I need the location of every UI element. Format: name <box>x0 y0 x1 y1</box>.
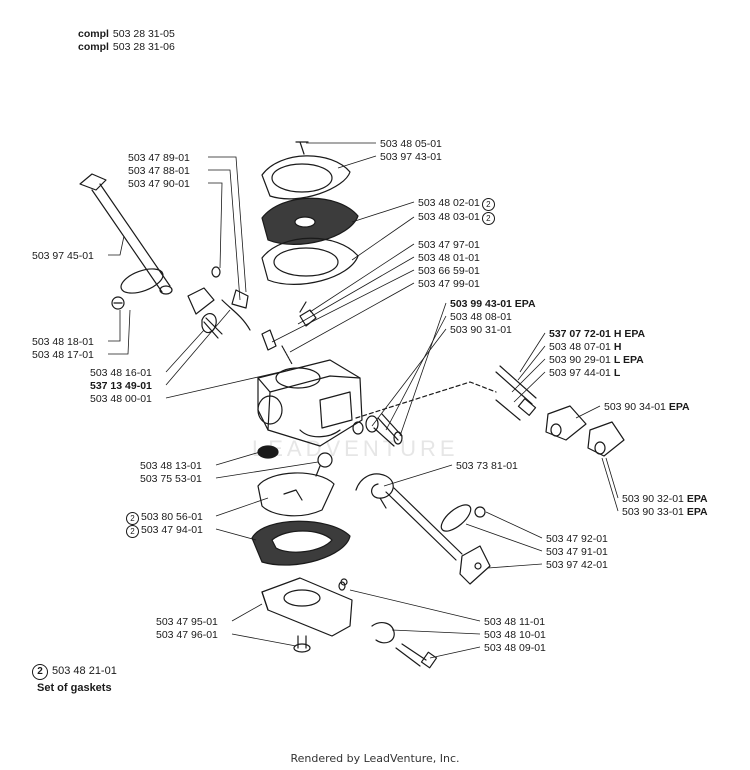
throttle-spring <box>355 473 394 509</box>
springs-center <box>352 413 403 447</box>
footer-credit: Rendered by LeadVenture, Inc. <box>290 752 460 765</box>
part-label: 503 48 10-01 <box>484 629 546 641</box>
carburetor-body <box>257 359 363 447</box>
screw-mid <box>315 452 333 477</box>
legend-part: 503 48 21-01 <box>52 665 117 677</box>
part-label: 503 90 31-01 <box>450 324 512 336</box>
part-label: 503 48 18-01 <box>32 336 94 348</box>
part-label: 503 48 08-01 <box>450 311 512 323</box>
part-label: 503 47 95-01 <box>156 616 218 628</box>
choke-plate <box>120 268 164 294</box>
part-label: 503 48 16-01 <box>90 367 152 379</box>
part-label: 503 48 00-01 <box>90 393 152 405</box>
part-label: 503 48 05-01 <box>380 138 442 150</box>
watermark: LEADVENTURE <box>252 436 459 461</box>
filter-screen <box>257 445 279 459</box>
throttle-lever <box>459 545 491 585</box>
part-label: 503 47 90-01 <box>128 178 190 190</box>
part-label: 503 97 45-01 <box>32 250 94 262</box>
gasket-top <box>261 237 359 285</box>
screw-bottom <box>293 635 311 653</box>
part-label: 503 48 17-01 <box>32 349 94 361</box>
part-label: 503 97 43-01 <box>380 151 442 163</box>
part-label: 503 47 97-01 <box>418 239 480 251</box>
part-label: 503 66 59-01 <box>418 265 480 277</box>
limiter-caps <box>545 405 625 457</box>
idle-screw <box>340 578 438 669</box>
part-label: 503 48 01-01 <box>418 252 480 264</box>
part-label: 503 90 33-01 EPA <box>622 506 708 518</box>
part-label: 503 47 89-01 <box>128 152 190 164</box>
pump-gasket <box>251 520 351 566</box>
dash-guide <box>355 381 497 419</box>
part-label: 503 73 81-01 <box>456 460 518 472</box>
part-label: 503 48 07-01 H <box>549 341 622 353</box>
part-label: 503 90 32-01 EPA <box>622 493 708 505</box>
gasket-legend: 2 503 48 21-01 Set of gaskets <box>32 664 117 694</box>
part-label: 503 90 29-01 L EPA <box>549 354 644 366</box>
pump-cover <box>261 577 353 637</box>
part-label: 537 07 72-01 H EPA <box>549 328 646 340</box>
part-label: 503 47 99-01 <box>418 278 480 290</box>
part-label: 503 47 92-01 <box>546 533 608 545</box>
metering-diaphragm <box>261 197 359 245</box>
needle-assembly <box>261 301 317 365</box>
part-label: 503 97 44-01 L <box>549 367 621 379</box>
pump-plate <box>257 472 335 517</box>
choke-shaft <box>79 173 173 295</box>
part-label: 503 97 42-01 <box>546 559 608 571</box>
part-label: 503 75 53-01 <box>140 473 202 485</box>
choke-lever <box>187 266 251 339</box>
part-label: 537 13 49-01 <box>90 380 152 392</box>
legend-text: Set of gaskets <box>37 682 112 694</box>
part-label: 503 48 13-01 <box>140 460 202 472</box>
top-cover <box>261 141 351 200</box>
part-label: 503 47 88-01 <box>128 165 190 177</box>
adjusting-screws <box>495 365 537 421</box>
part-label: 503 47 96-01 <box>156 629 218 641</box>
throttle-shaft <box>385 487 486 561</box>
part-label: 503 90 34-01 EPA <box>604 401 690 413</box>
screw-left <box>111 296 125 310</box>
part-label: 503 47 91-01 <box>546 546 608 558</box>
legend-number: 2 <box>32 664 48 680</box>
part-label: 503 48 09-01 <box>484 642 546 654</box>
part-label: 503 48 11-01 <box>484 616 546 628</box>
part-label: 503 99 43-01 EPA <box>450 298 536 310</box>
